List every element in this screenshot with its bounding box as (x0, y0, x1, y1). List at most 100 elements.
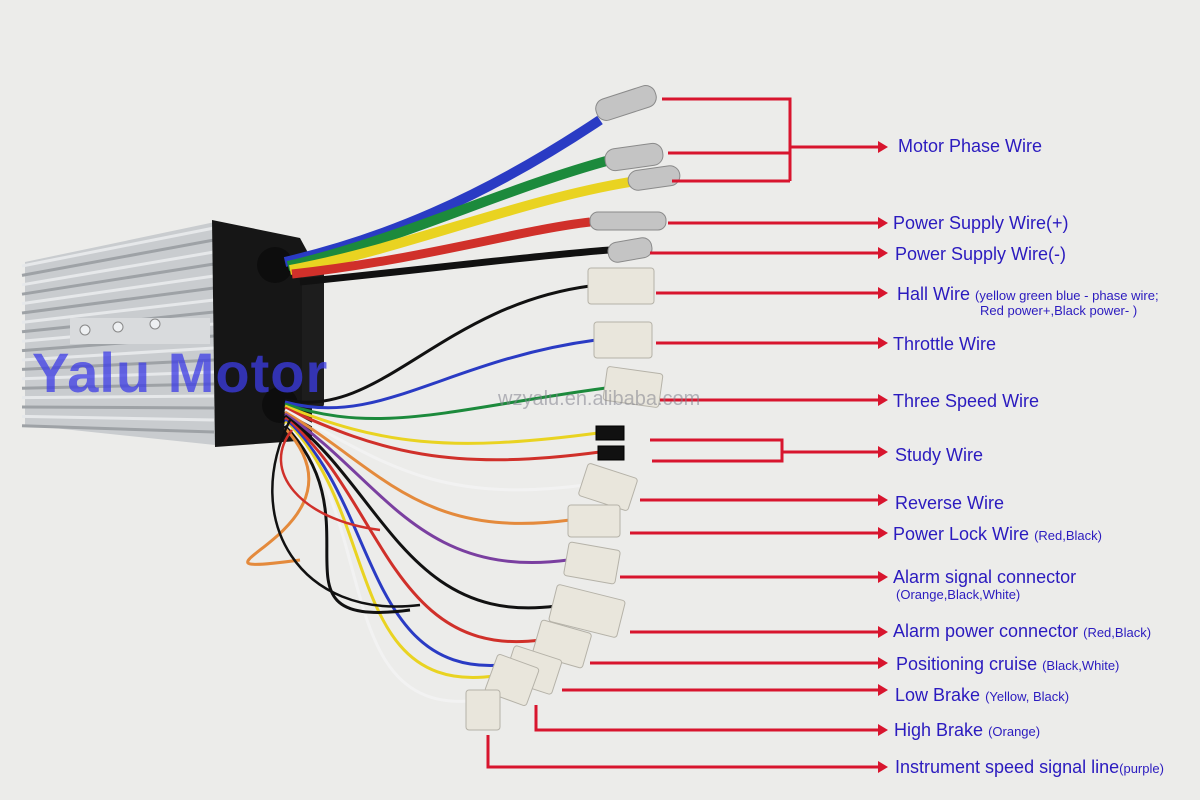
leader-line (486, 735, 878, 769)
arrowhead-icon (878, 657, 888, 669)
heatsink-fin (21, 286, 215, 315)
signal-wire (284, 410, 571, 525)
label-throttle-wire: Throttle Wire (893, 334, 996, 354)
label-reverse-wire: Reverse Wire (895, 493, 1004, 513)
heatsink-fin (21, 274, 215, 306)
heatsink-fin (21, 394, 215, 400)
arrowhead-icon (878, 394, 888, 406)
signal-wire (284, 284, 591, 404)
arrowhead-icon (878, 724, 888, 736)
led-3 (149, 318, 161, 330)
label-text: Motor Phase Wire (898, 136, 1043, 156)
signal-wire (246, 426, 311, 566)
signal-wire (284, 338, 597, 410)
loose-wire (279, 429, 381, 532)
heatsink-fin (21, 414, 215, 422)
label-three-speed-wire: Three Speed Wire (893, 391, 1039, 411)
heatsink-fin (21, 346, 215, 362)
arrowhead-icon (878, 527, 888, 539)
label-power-supply-negative: Power Supply Wire(-) (895, 244, 1066, 264)
lug-green (604, 142, 664, 172)
arrowhead-icon (878, 337, 888, 349)
power-cables (283, 85, 681, 286)
label-motor-phase-wire: Motor Phase Wire (898, 136, 1042, 156)
study-connector-a (595, 425, 625, 441)
label-text: Reverse Wire (895, 493, 1005, 513)
heatsink-fin (21, 424, 215, 434)
label-study-wire: Study Wire (895, 445, 983, 465)
label-instrument-speed-signal-line: Instrument speed signal line(purple) (895, 757, 1164, 779)
label-alarm-power-connector: Alarm power connector (Red,Black) (893, 621, 1151, 643)
signal-wires (246, 284, 607, 703)
label-hall-wire-note2: Red power+,Black power- ) (980, 303, 1138, 318)
arrowhead-icon (878, 684, 888, 696)
lug-black (607, 237, 653, 263)
arrowhead-icon (878, 494, 888, 506)
signal-wire (284, 404, 599, 445)
lug-blue (595, 85, 657, 121)
label-power-supply-positive: Power Supply Wire(+) (893, 213, 1069, 233)
label-text: Study Wire (895, 445, 984, 465)
site-watermark: wzyalu.en.alibaba.com (498, 388, 701, 410)
brand-watermark: Yalu Motor (32, 341, 329, 404)
leader-line (662, 97, 878, 183)
reverse-connector (578, 463, 638, 511)
signal-wire (284, 386, 607, 421)
label-text: Positioning cruise (896, 654, 1038, 674)
heatsink-fin (21, 250, 215, 287)
leader-line (650, 438, 878, 463)
signal-wire (283, 424, 411, 614)
heatsink-fin (21, 226, 215, 268)
label-positioning-cruise: Positioning cruise (Black,White) (896, 654, 1119, 676)
signal-wire (284, 418, 513, 667)
label-text: Alarm signal connector (893, 567, 1077, 587)
signal-wire (284, 408, 586, 492)
arrowhead-icon (878, 217, 888, 229)
throttle-connector (593, 321, 653, 359)
label-note: (yellow green blue - phase wire; (975, 288, 1159, 303)
hall-connector (587, 267, 655, 305)
signal-wire (284, 406, 601, 462)
arrowhead-icon (878, 247, 888, 259)
label-text: Hall Wire (897, 284, 971, 304)
arrowhead-icon (878, 571, 888, 583)
alarm-power-connector (548, 584, 626, 638)
heatsink-fin (21, 298, 215, 324)
label-alarm-signal-connector: Alarm signal connector (893, 567, 1076, 587)
label-text: Low Brake (895, 685, 981, 705)
signal-wire (284, 414, 557, 610)
label-text: Instrument speed signal line (895, 757, 1120, 777)
heatsink-fin (21, 262, 215, 296)
arrowhead-icon (878, 287, 888, 299)
label-text: Power Supply Wire(+) (893, 213, 1069, 233)
leader-line (534, 705, 878, 732)
label-high-brake: High Brake (Orange) (894, 720, 1040, 742)
three-speed-connector (602, 366, 664, 408)
label-hall-wire: Hall Wire (yellow green blue - phase wir… (897, 284, 1159, 306)
signal-wire (283, 420, 495, 679)
lug-yellow (627, 165, 681, 191)
heatsink-fin (21, 382, 215, 390)
heatsink-fin (21, 358, 215, 371)
led-2 (112, 321, 124, 333)
label-note: (Black,White) (1042, 658, 1120, 673)
lug-red (589, 211, 667, 231)
heatsink-fin (21, 370, 215, 381)
label-alarm-signal-note: (Orange,Black,White) (896, 587, 1021, 602)
label-low-brake: Low Brake (Yellow, Black) (895, 685, 1069, 707)
signal-wire (284, 412, 569, 564)
label-note: (Orange) (988, 724, 1041, 739)
study-connector-b (597, 445, 625, 461)
instrument-speed-connector (465, 689, 501, 731)
heatsink-fin (21, 405, 215, 410)
controller-body (21, 220, 324, 447)
alarm-signal-connector (563, 541, 621, 585)
arrowhead-icon (878, 626, 888, 638)
label-text: Power Supply Wire(-) (895, 244, 1067, 264)
label-text: Three Speed Wire (893, 391, 1040, 411)
label-note: (Yellow, Black) (985, 689, 1070, 704)
led-1 (79, 324, 91, 336)
connectors (465, 267, 664, 731)
